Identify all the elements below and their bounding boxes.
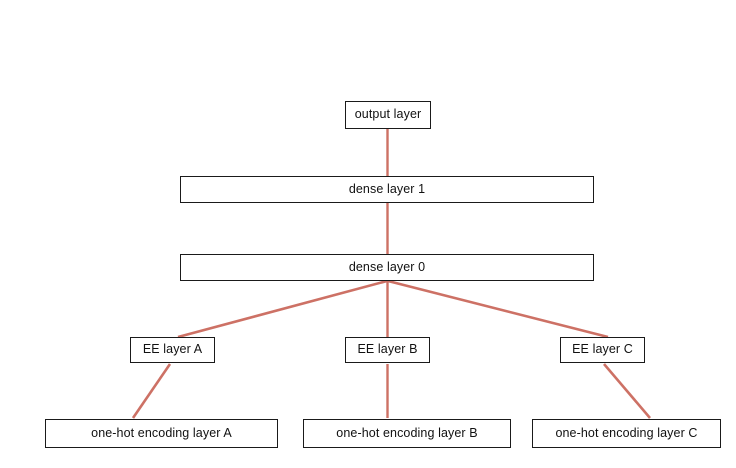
node-one-hot-encoding-layer-a[interactable]: one-hot encoding layer A	[45, 419, 278, 448]
edge-ee-c-to-dense0	[387, 279, 609, 339]
node-dense-layer-1[interactable]: dense layer 1	[180, 176, 594, 203]
node-ee-layer-c[interactable]: EE layer C	[560, 337, 645, 363]
node-ee-layer-b-label: EE layer B	[357, 342, 418, 357]
node-one-hot-encoding-layer-c[interactable]: one-hot encoding layer C	[532, 419, 721, 448]
node-dense-layer-1-label: dense layer 1	[348, 181, 426, 196]
node-one-hot-encoding-layer-c-label: one-hot encoding layer C	[555, 425, 698, 440]
edge-ee-a-to-dense0	[177, 279, 388, 339]
edge-onehot-c-to-ee-c	[603, 363, 651, 419]
node-one-hot-encoding-layer-a-label: one-hot encoding layer A	[91, 425, 232, 440]
node-output-layer[interactable]: output layer	[345, 101, 431, 129]
node-ee-layer-c-label: EE layer C	[572, 342, 633, 357]
node-ee-layer-a-label: EE layer A	[142, 342, 203, 357]
node-output-layer-label: output layer	[354, 107, 422, 122]
node-ee-layer-b[interactable]: EE layer B	[345, 337, 430, 363]
node-dense-layer-0[interactable]: dense layer 0	[180, 254, 594, 281]
node-one-hot-encoding-layer-b-label: one-hot encoding layer B	[336, 425, 478, 440]
edge-onehot-a-to-ee-a	[131, 363, 172, 419]
node-dense-layer-0-label: dense layer 0	[348, 259, 426, 274]
node-ee-layer-a[interactable]: EE layer A	[130, 337, 215, 363]
node-one-hot-encoding-layer-b[interactable]: one-hot encoding layer B	[303, 419, 511, 448]
